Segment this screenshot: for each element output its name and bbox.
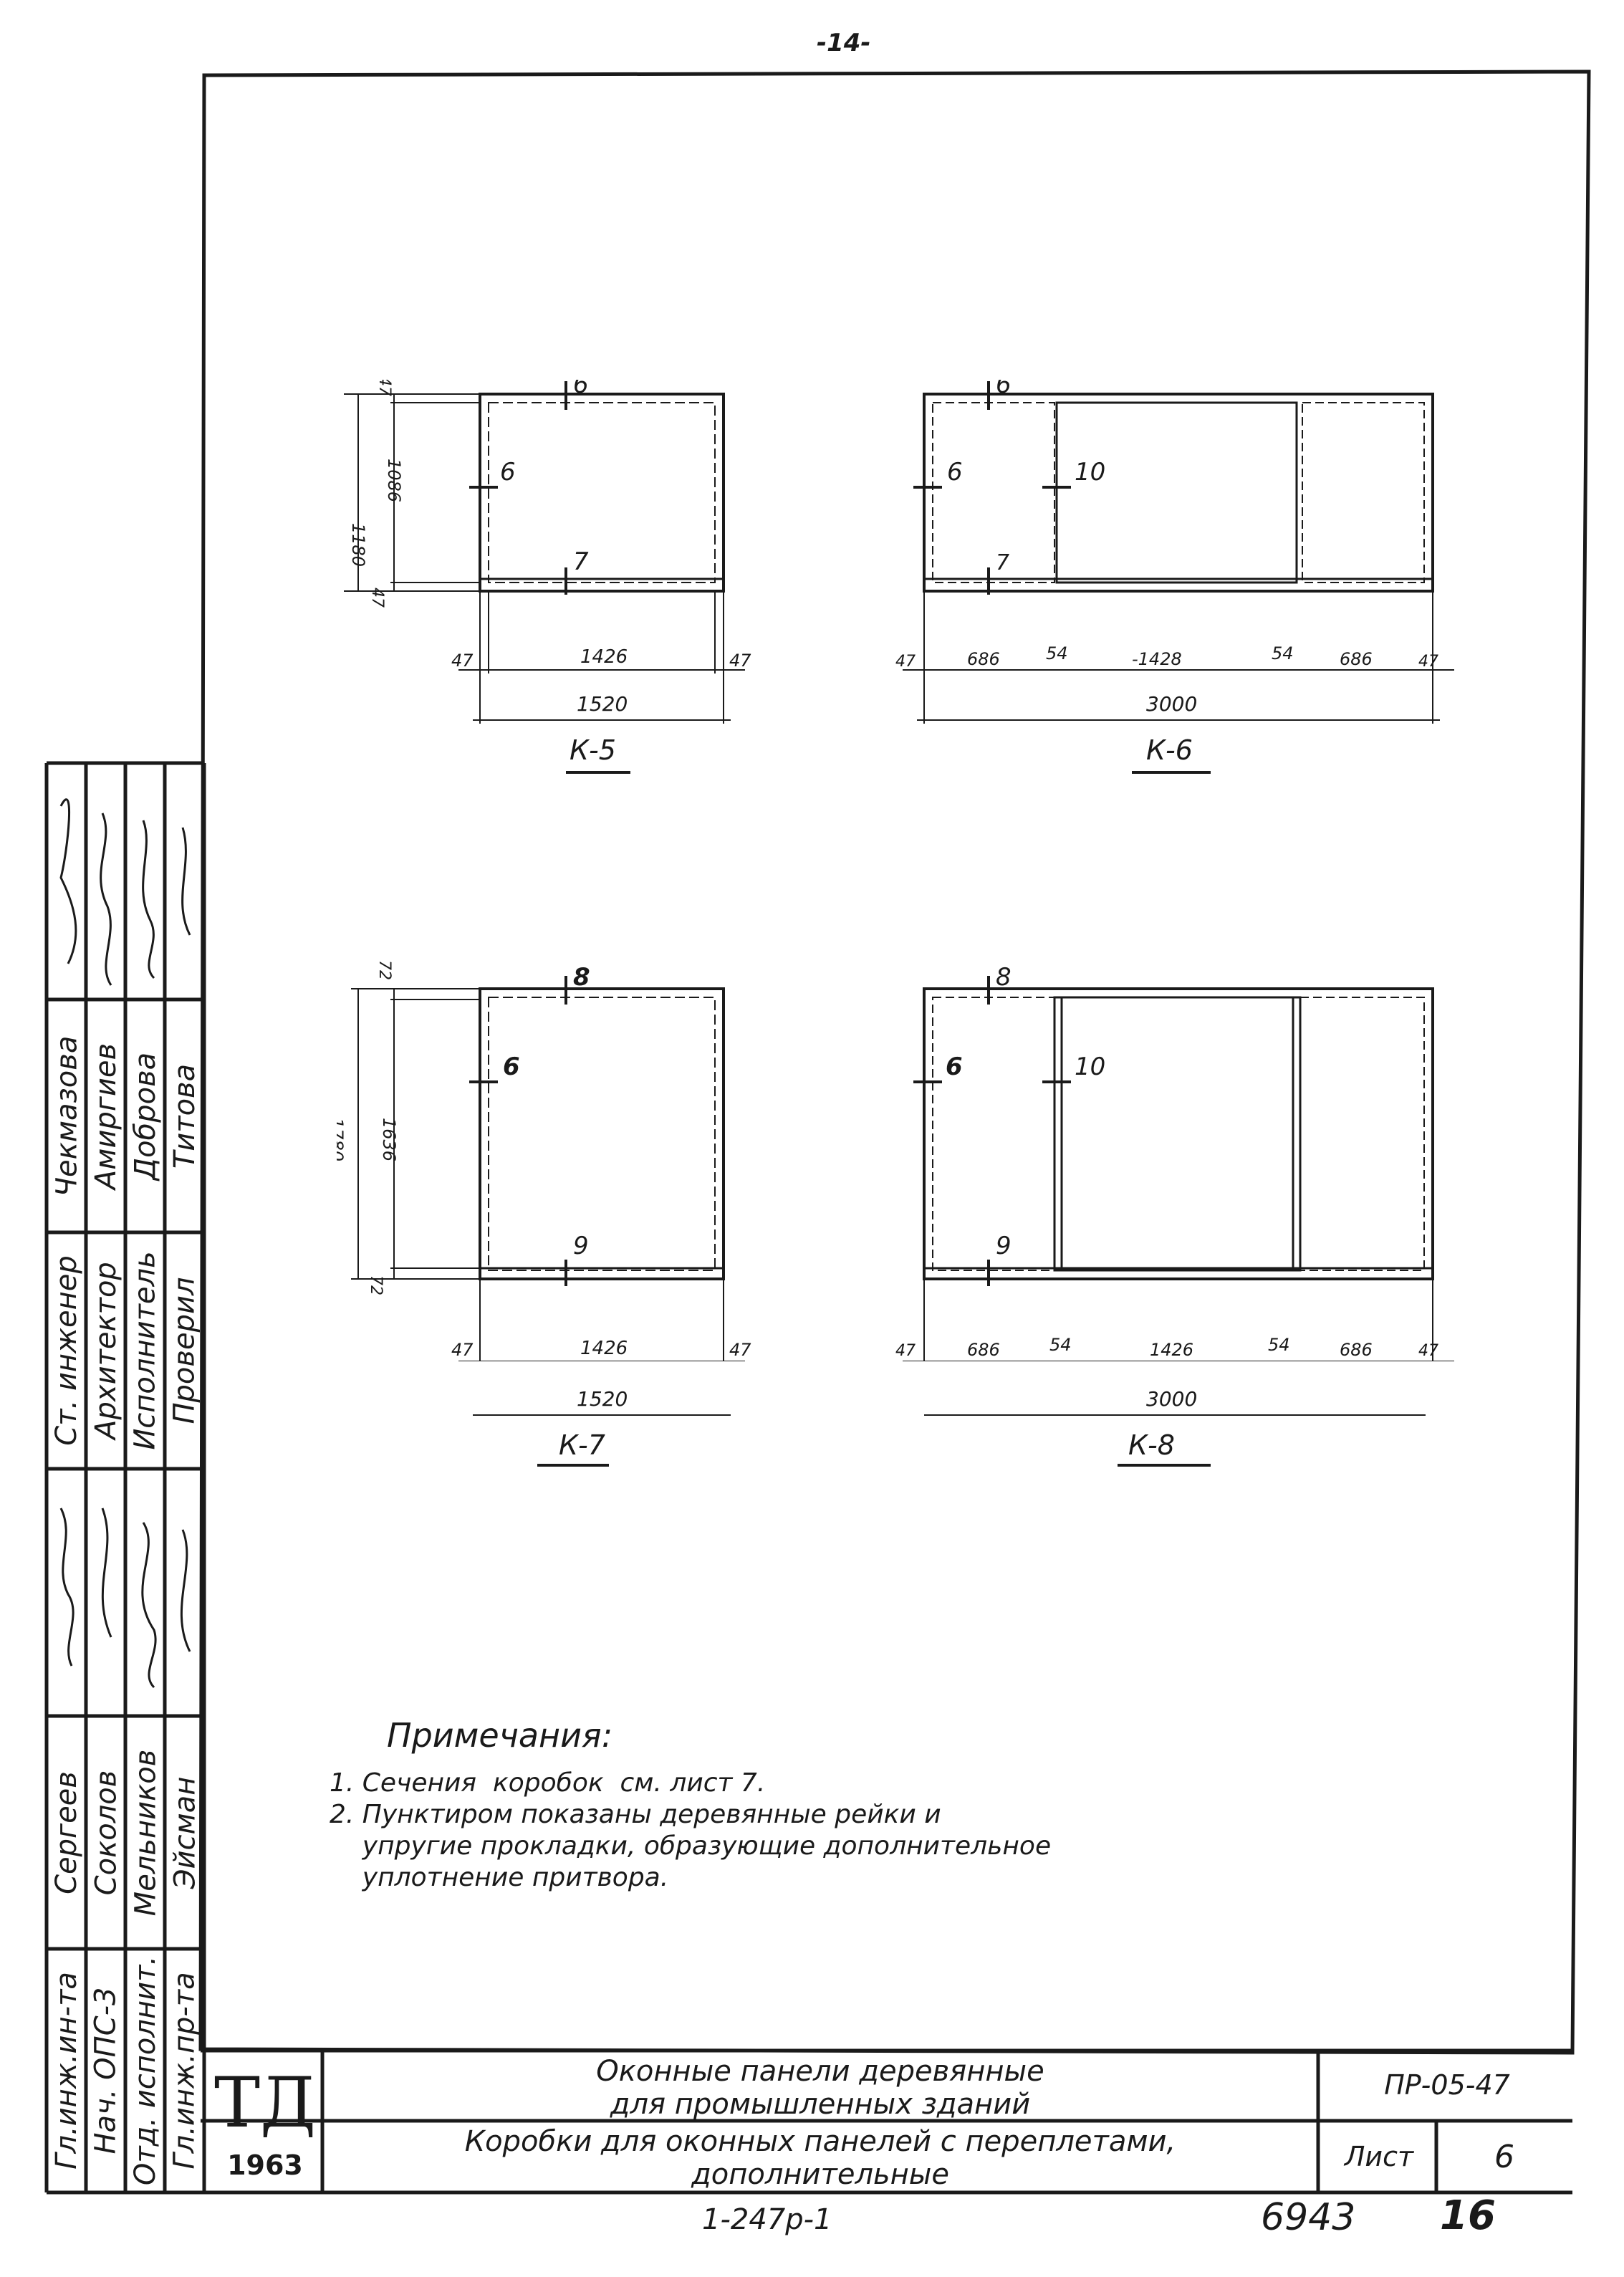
- marker-mid-left: 6: [947, 458, 963, 486]
- marker-top: 8: [996, 963, 1012, 992]
- signatures: [59, 798, 191, 1689]
- dim-right: 47: [1418, 653, 1438, 671]
- dim-height-outer: 1180: [348, 523, 368, 567]
- side-role: Нач. ОПС-3: [90, 1987, 122, 2154]
- dim-top: 47: [375, 380, 393, 396]
- dim-top: 72: [375, 960, 393, 980]
- dim-total: 1520: [577, 692, 628, 716]
- sheet-label: Лист: [1344, 2141, 1414, 2172]
- dim-seg-2: 54: [1046, 643, 1068, 663]
- title: Оконные панели деревянные для промышленн…: [322, 2055, 1318, 2121]
- frame-outer: [479, 987, 725, 1280]
- drawing-k8: 8 6 10 9 47 686 54 1426 54 686 47: [895, 963, 1454, 1361]
- marker-top: 6: [573, 380, 589, 399]
- dim-seg-5: 686: [1340, 649, 1373, 669]
- frame-outer: [923, 987, 1434, 1280]
- side-name: Мельников: [129, 1749, 162, 1916]
- side-role: Отд. исполнит.: [129, 1955, 162, 2186]
- dim-left: 47: [451, 1340, 474, 1360]
- marker-bottom: 7: [573, 547, 589, 576]
- drawing-label: К-7: [559, 1429, 605, 1461]
- frame-outer: [923, 393, 1434, 593]
- notes-heading: Примечания:: [387, 1716, 613, 1755]
- marker-mid: 6: [503, 1053, 520, 1081]
- drawing-label: К-6: [1146, 734, 1193, 766]
- dim-right: 47: [1418, 1342, 1438, 1360]
- subtitle: Коробки для оконных панелей с переплетам…: [322, 2125, 1318, 2191]
- note-line: упругие прокладки, образующие дополнител…: [330, 1831, 1052, 1861]
- dim-left: 47: [451, 651, 474, 671]
- marker-mid: 6: [500, 458, 516, 486]
- dim-total: 3000: [1146, 692, 1197, 716]
- dim-seg-3: 1426: [1150, 1340, 1193, 1360]
- page-count: 16: [1440, 2192, 1496, 2239]
- marker-top: 8: [573, 963, 590, 992]
- dim-seg-3: -1428: [1132, 649, 1182, 669]
- marker-mid-left: 6: [946, 1053, 963, 1081]
- frame-inner: [488, 402, 716, 583]
- side-name: Соколов: [90, 1770, 122, 1895]
- dim-seg-4: 54: [1272, 643, 1294, 663]
- side-role: Гл.инж.пр-та: [168, 1972, 202, 2170]
- page-number: -14-: [817, 29, 871, 57]
- subtitle-line-2: дополнительные: [691, 2158, 949, 2191]
- drawing-k6: 6 6 10 7 47 686 54 -1428 54 686 47 3000 …: [895, 380, 1454, 774]
- archive-number: 6943: [1261, 2196, 1356, 2239]
- drawing-label: К-5: [570, 734, 616, 766]
- dim-width-seg: 1426: [580, 646, 628, 668]
- dim-seg-1: 686: [967, 1340, 1000, 1360]
- subtitle-line-1: Коробки для оконных панелей с переплетам…: [464, 2125, 1176, 2158]
- note-line: 1. Сечения коробок см. лист 7.: [330, 1768, 766, 1798]
- marker-bottom: 9: [573, 1232, 589, 1260]
- year: 1963: [227, 2149, 303, 2181]
- dim-height-inner: 1636: [379, 1118, 399, 1161]
- dim-total: 3000: [1146, 1387, 1197, 1411]
- dim-seg-2: 54: [1049, 1335, 1072, 1355]
- frame-outer: [479, 393, 725, 593]
- dim-left: 47: [895, 1342, 916, 1360]
- side-name: Сергеев: [50, 1770, 83, 1894]
- side-role: Гл.инж.ин-та: [50, 1972, 84, 2170]
- logo: ТД: [213, 2063, 317, 2143]
- marker-top: 6: [996, 380, 1012, 399]
- note-line: 2. Пунктиром показаны деревянные рейки и: [330, 1800, 941, 1829]
- dim-left: 47: [895, 653, 916, 671]
- dim-height-outer: 1780: [337, 1118, 347, 1161]
- marker-mid-right: 10: [1075, 1053, 1105, 1081]
- drawing-k8-lower: 3000 К-8: [924, 1387, 1426, 1467]
- series-code: 1-247р-1: [702, 2203, 832, 2236]
- document-code: ПР-05-47: [1384, 2069, 1510, 2101]
- dim-bottom: 72: [367, 1275, 385, 1295]
- dim-total: 1520: [577, 1387, 628, 1411]
- dim-bottom: 47: [368, 588, 386, 608]
- dim-right: 47: [729, 651, 751, 671]
- marker-bottom: 9: [996, 1232, 1012, 1260]
- dim-width-seg: 1426: [580, 1338, 628, 1359]
- drawing-k5: 6 6 7 1426 47 47 1520 К-5 1180 1086 47 4…: [344, 380, 751, 774]
- title-line-1: Оконные панели деревянные: [596, 2055, 1044, 2088]
- title-line-2: для промышленных зданий: [610, 2088, 1031, 2121]
- marker-bottom: 7: [996, 550, 1009, 575]
- notes: Примечания: 1. Сечения коробок см. лист …: [330, 1716, 1261, 1894]
- side-name: Эйсман: [168, 1776, 202, 1889]
- marker-mid-right: 10: [1075, 458, 1105, 486]
- sheet-number: 6: [1494, 2139, 1514, 2175]
- dim-seg-5: 686: [1340, 1340, 1373, 1360]
- dim-height-inner: 1086: [384, 459, 404, 502]
- drawing-label: К-8: [1128, 1429, 1175, 1461]
- dim-seg-1: 686: [967, 649, 1000, 669]
- dim-right: 47: [729, 1340, 751, 1360]
- note-line: уплотнение притвора.: [330, 1863, 669, 1892]
- drawing-k7: 8 6 9 47 1426 47 1780 1636 72 72: [337, 960, 751, 1361]
- dim-seg-4: 54: [1268, 1335, 1290, 1355]
- drawing-k7-lower: 1520 К-7: [473, 1387, 731, 1467]
